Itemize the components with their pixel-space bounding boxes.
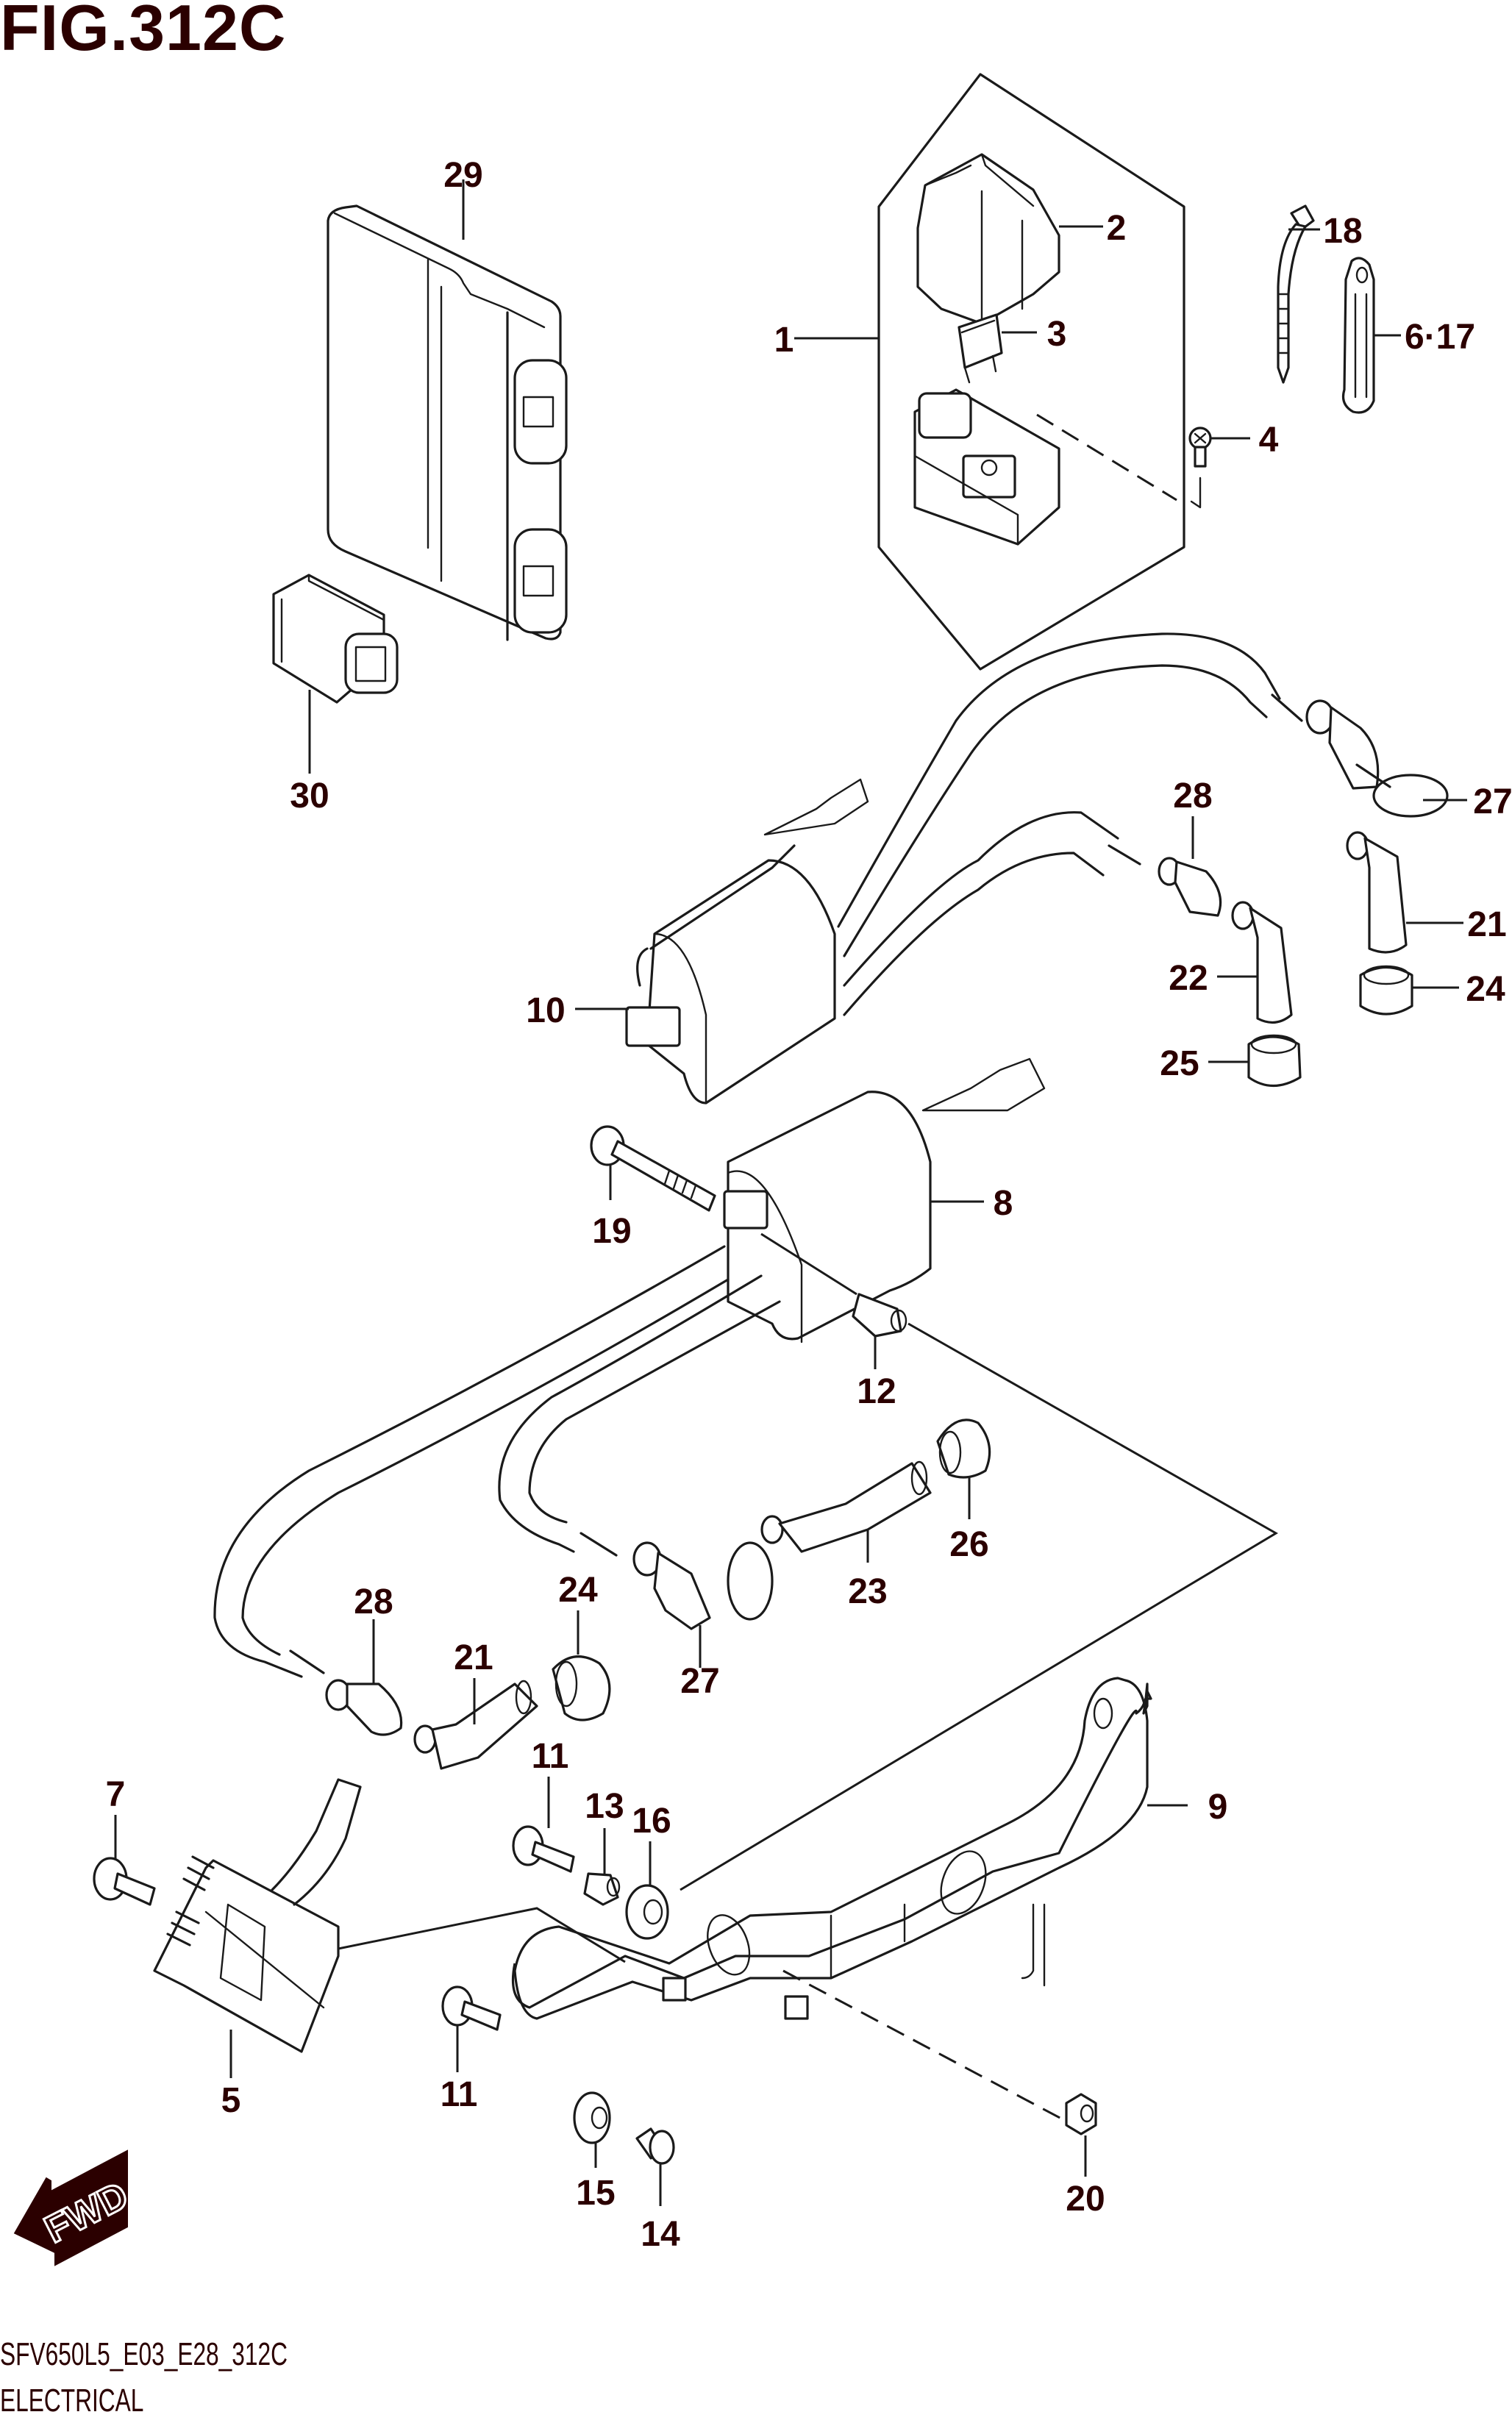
callout-19: 19 [592,1212,631,1251]
assembly-line-coil-bracket [680,1232,1278,1891]
part-20-nut[interactable] [1065,2093,1097,2135]
part-6-17-band[interactable] [1341,257,1375,414]
callout-5: 5 [221,2081,241,2120]
high-tension-cable-front[interactable] [837,632,1303,957]
callout-6-17: 6·17 [1405,318,1475,357]
part-14-bushing[interactable] [635,2127,675,2165]
callout-30: 30 [290,777,329,816]
callout-11-lower: 11 [441,2075,478,2114]
callout-11-upper: 11 [532,1737,569,1776]
leader-dash-relay [1036,413,1177,502]
part-10-ignition-coil-front[interactable] [625,778,869,1105]
part-2-relay-cover[interactable] [916,153,1060,325]
part-15-cushion[interactable] [573,2091,611,2144]
part-24-cap-cover-lower[interactable] [552,1655,611,1721]
callout-23: 23 [848,1572,887,1611]
part-8-ignition-coil-rear[interactable] [723,1057,1046,1343]
callout-29: 29 [443,156,482,195]
callout-3: 3 [1047,315,1067,354]
callout-18: 18 [1323,212,1362,251]
callout-12: 12 [857,1372,896,1411]
part-27-plug-cap-upper[interactable] [1305,699,1449,818]
fwd-direction-badge: FWD [10,2144,136,2272]
part-28-seal-lower[interactable] [325,1679,403,1736]
callout-28-upper: 28 [1173,777,1212,816]
part-24-cap-cover-upper[interactable] [1359,965,1413,1016]
part-11-bolt-lower[interactable] [441,1985,502,2031]
part-22-plug-cap[interactable] [1231,901,1293,1024]
callout-28-lower: 28 [354,1582,393,1621]
callout-13: 13 [585,1787,624,1826]
relay-kit-frame [877,73,1185,671]
part-9-bracket[interactable] [511,1677,1152,2020]
callout-25: 25 [1160,1044,1199,1083]
part-5-regulator-rectifier[interactable] [153,1778,626,2053]
part-3-fuse[interactable] [958,313,1003,384]
part-16-cushion[interactable] [625,1884,669,1940]
callout-2: 2 [1107,209,1127,248]
callout-20: 20 [1066,2180,1105,2219]
part-26-cap-cover[interactable] [936,1419,991,1479]
callout-26: 26 [949,1525,988,1564]
callout-16: 16 [632,1802,671,1841]
part-1-relay-body[interactable] [913,388,1060,546]
callout-27-lower: 27 [680,1662,719,1701]
section-name: ELECTRICAL [0,2383,144,2419]
callout-8: 8 [994,1184,1013,1223]
figure-title: FIG.312C [0,0,287,64]
callout-4: 4 [1259,421,1279,460]
part-25-cap-cover[interactable] [1247,1034,1302,1087]
high-tension-cable-rear-left[interactable] [213,1245,730,1678]
callout-24-upper: 24 [1466,970,1505,1009]
part-28-seal-upper[interactable] [1158,857,1222,917]
part-21-plug-cap-lower[interactable] [413,1680,538,1770]
part-12-spacer[interactable] [852,1293,907,1338]
part-7-bolt[interactable] [93,1857,156,1906]
callout-14: 14 [641,2215,680,2254]
assembly-dash-bracket [782,1969,1074,2127]
callout-10: 10 [526,991,565,1030]
part-11-bolt-upper[interactable] [512,1825,575,1873]
callout-22: 22 [1169,959,1208,998]
part-18-clamp[interactable] [1277,204,1315,384]
part-13-spacer[interactable] [583,1872,621,1906]
high-tension-cable-rear-mid[interactable] [498,1274,781,1557]
part-21-plug-cap-upper[interactable] [1346,831,1408,954]
callout-27-upper: 27 [1473,782,1512,821]
high-tension-cable-rear-upper[interactable] [843,811,1141,1016]
part-27-plug-cap-lower[interactable] [632,1541,774,1630]
part-19-bolt[interactable] [590,1125,716,1212]
part-4-screw[interactable] [1188,427,1212,509]
callout-1: 1 [774,321,794,360]
callout-24-lower: 24 [558,1571,598,1610]
callout-7: 7 [106,1775,126,1814]
part-23-plug-cap[interactable] [760,1460,932,1553]
part-30-connector[interactable] [272,574,399,704]
callout-21-lower: 21 [454,1638,493,1677]
callout-9: 9 [1208,1788,1228,1827]
part-29-ecm[interactable] [327,204,568,641]
model-code: SFV650L5_E03_E28_312C [0,2336,288,2372]
callout-15: 15 [576,2174,615,2213]
callout-21-upper: 21 [1467,905,1506,944]
